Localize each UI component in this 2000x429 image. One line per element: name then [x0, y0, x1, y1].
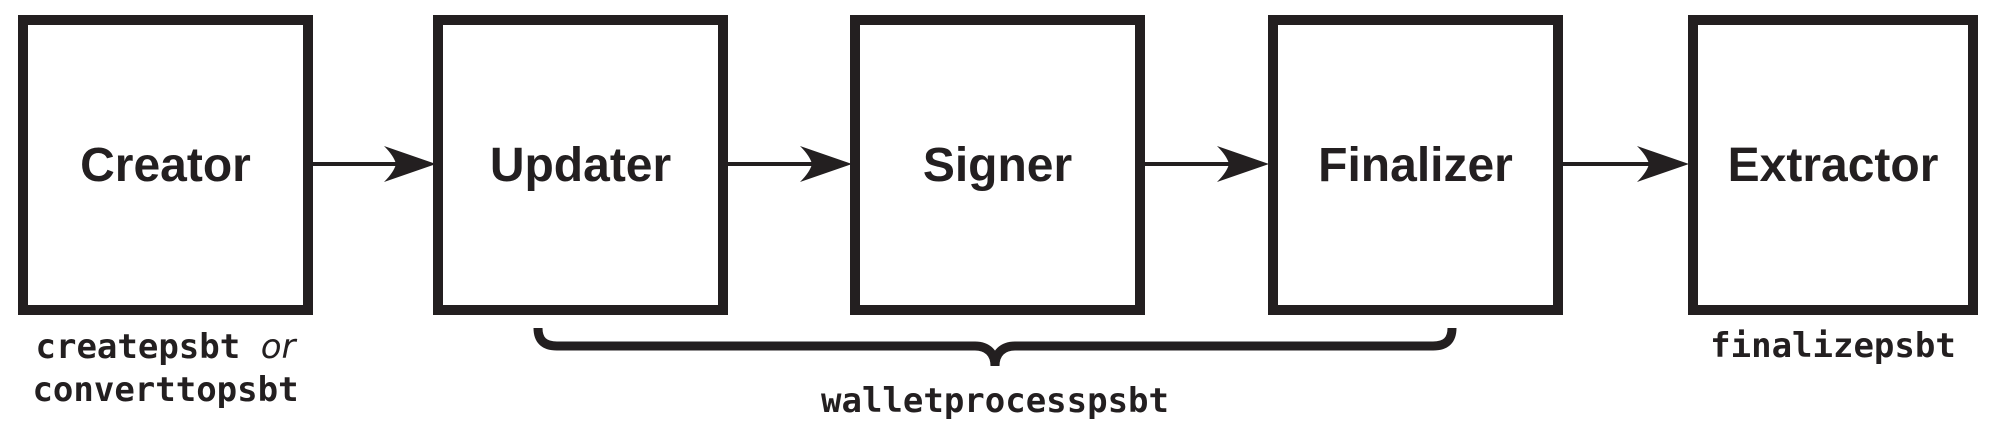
- caption-creator-code-b: converttopsbt: [32, 370, 299, 410]
- box-updater: Updater: [433, 15, 728, 315]
- box-finalizer-label: Finalizer: [1318, 138, 1513, 192]
- arrow-creator-to-updater-icon: [310, 146, 436, 182]
- arrow-signer-to-finalizer-icon: [1143, 146, 1269, 182]
- box-extractor-label: Extractor: [1727, 138, 1939, 192]
- caption-creator-commands: createpsbt or converttopsbt: [3, 326, 328, 412]
- box-creator-label: Creator: [80, 138, 251, 192]
- box-signer: Signer: [850, 15, 1145, 315]
- caption-creator-code-a: createpsbt: [35, 327, 241, 367]
- box-signer-label: Signer: [922, 138, 1073, 192]
- arrow-updater-to-signer-icon: [726, 146, 852, 182]
- box-updater-label: Updater: [489, 138, 672, 192]
- box-extractor: Extractor: [1688, 15, 1978, 315]
- walletprocesspsbt-brace-icon: [533, 327, 1457, 367]
- box-finalizer: Finalizer: [1268, 15, 1563, 315]
- caption-creator-conjunction: or: [260, 327, 296, 367]
- caption-finalizepsbt: finalizepsbt: [1710, 326, 1956, 366]
- arrow-finalizer-to-extractor-icon: [1561, 146, 1689, 182]
- caption-walletprocesspsbt: walletprocesspsbt: [821, 381, 1169, 421]
- box-creator: Creator: [18, 15, 313, 315]
